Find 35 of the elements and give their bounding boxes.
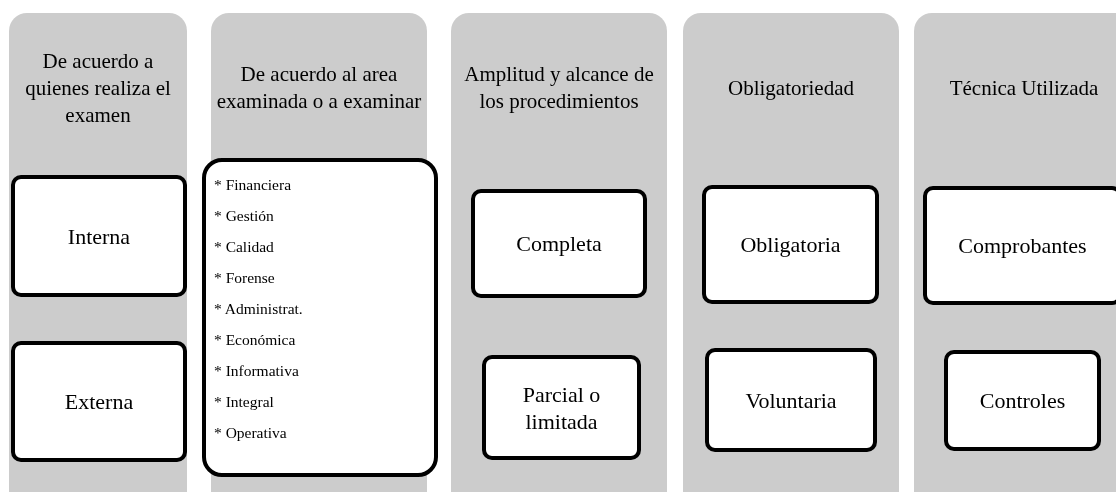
box-label: Controles xyxy=(979,387,1066,414)
box-label: Externa xyxy=(64,388,134,415)
category-box xyxy=(471,189,647,298)
list-item: * Económica xyxy=(214,330,296,350)
box-label: Voluntaria xyxy=(745,386,837,414)
box-label: Completa xyxy=(516,230,602,257)
box-label: Parcial o limitada xyxy=(521,380,602,435)
category-column xyxy=(914,13,1116,492)
column-heading: De acuerdo a quienes realiza el examen xyxy=(24,47,172,129)
category-box xyxy=(923,186,1116,305)
list-item: * Gestión xyxy=(214,206,274,226)
column-heading: Técnica Utilizada xyxy=(948,74,1100,102)
category-box xyxy=(11,175,187,297)
column-heading: Obligatoriedad xyxy=(727,74,855,102)
category-box xyxy=(482,355,641,460)
column-heading: De acuerdo al area examinada o a examinar xyxy=(215,61,423,115)
column-heading: Amplitud y alcance de los procedimientos xyxy=(463,61,655,115)
category-box xyxy=(702,185,879,304)
list-item: * Calidad xyxy=(214,237,274,257)
list-item: * Integral xyxy=(214,392,274,412)
category-column xyxy=(683,13,899,492)
category-column xyxy=(9,13,187,492)
box-label: Comprobantes xyxy=(958,232,1087,259)
list-box xyxy=(202,158,438,477)
list-item: * Operativa xyxy=(214,423,287,443)
list-item: * Financiera xyxy=(214,175,292,195)
category-box xyxy=(705,348,877,452)
box-label: Interna xyxy=(67,222,131,250)
category-column xyxy=(451,13,667,492)
list-item: * Informativa xyxy=(214,361,299,381)
list-item: * Forense xyxy=(214,268,275,288)
category-box xyxy=(944,350,1101,451)
category-box xyxy=(11,341,187,462)
list-item: * Administrat. xyxy=(214,299,303,319)
box-label: Obligatoria xyxy=(740,231,841,258)
